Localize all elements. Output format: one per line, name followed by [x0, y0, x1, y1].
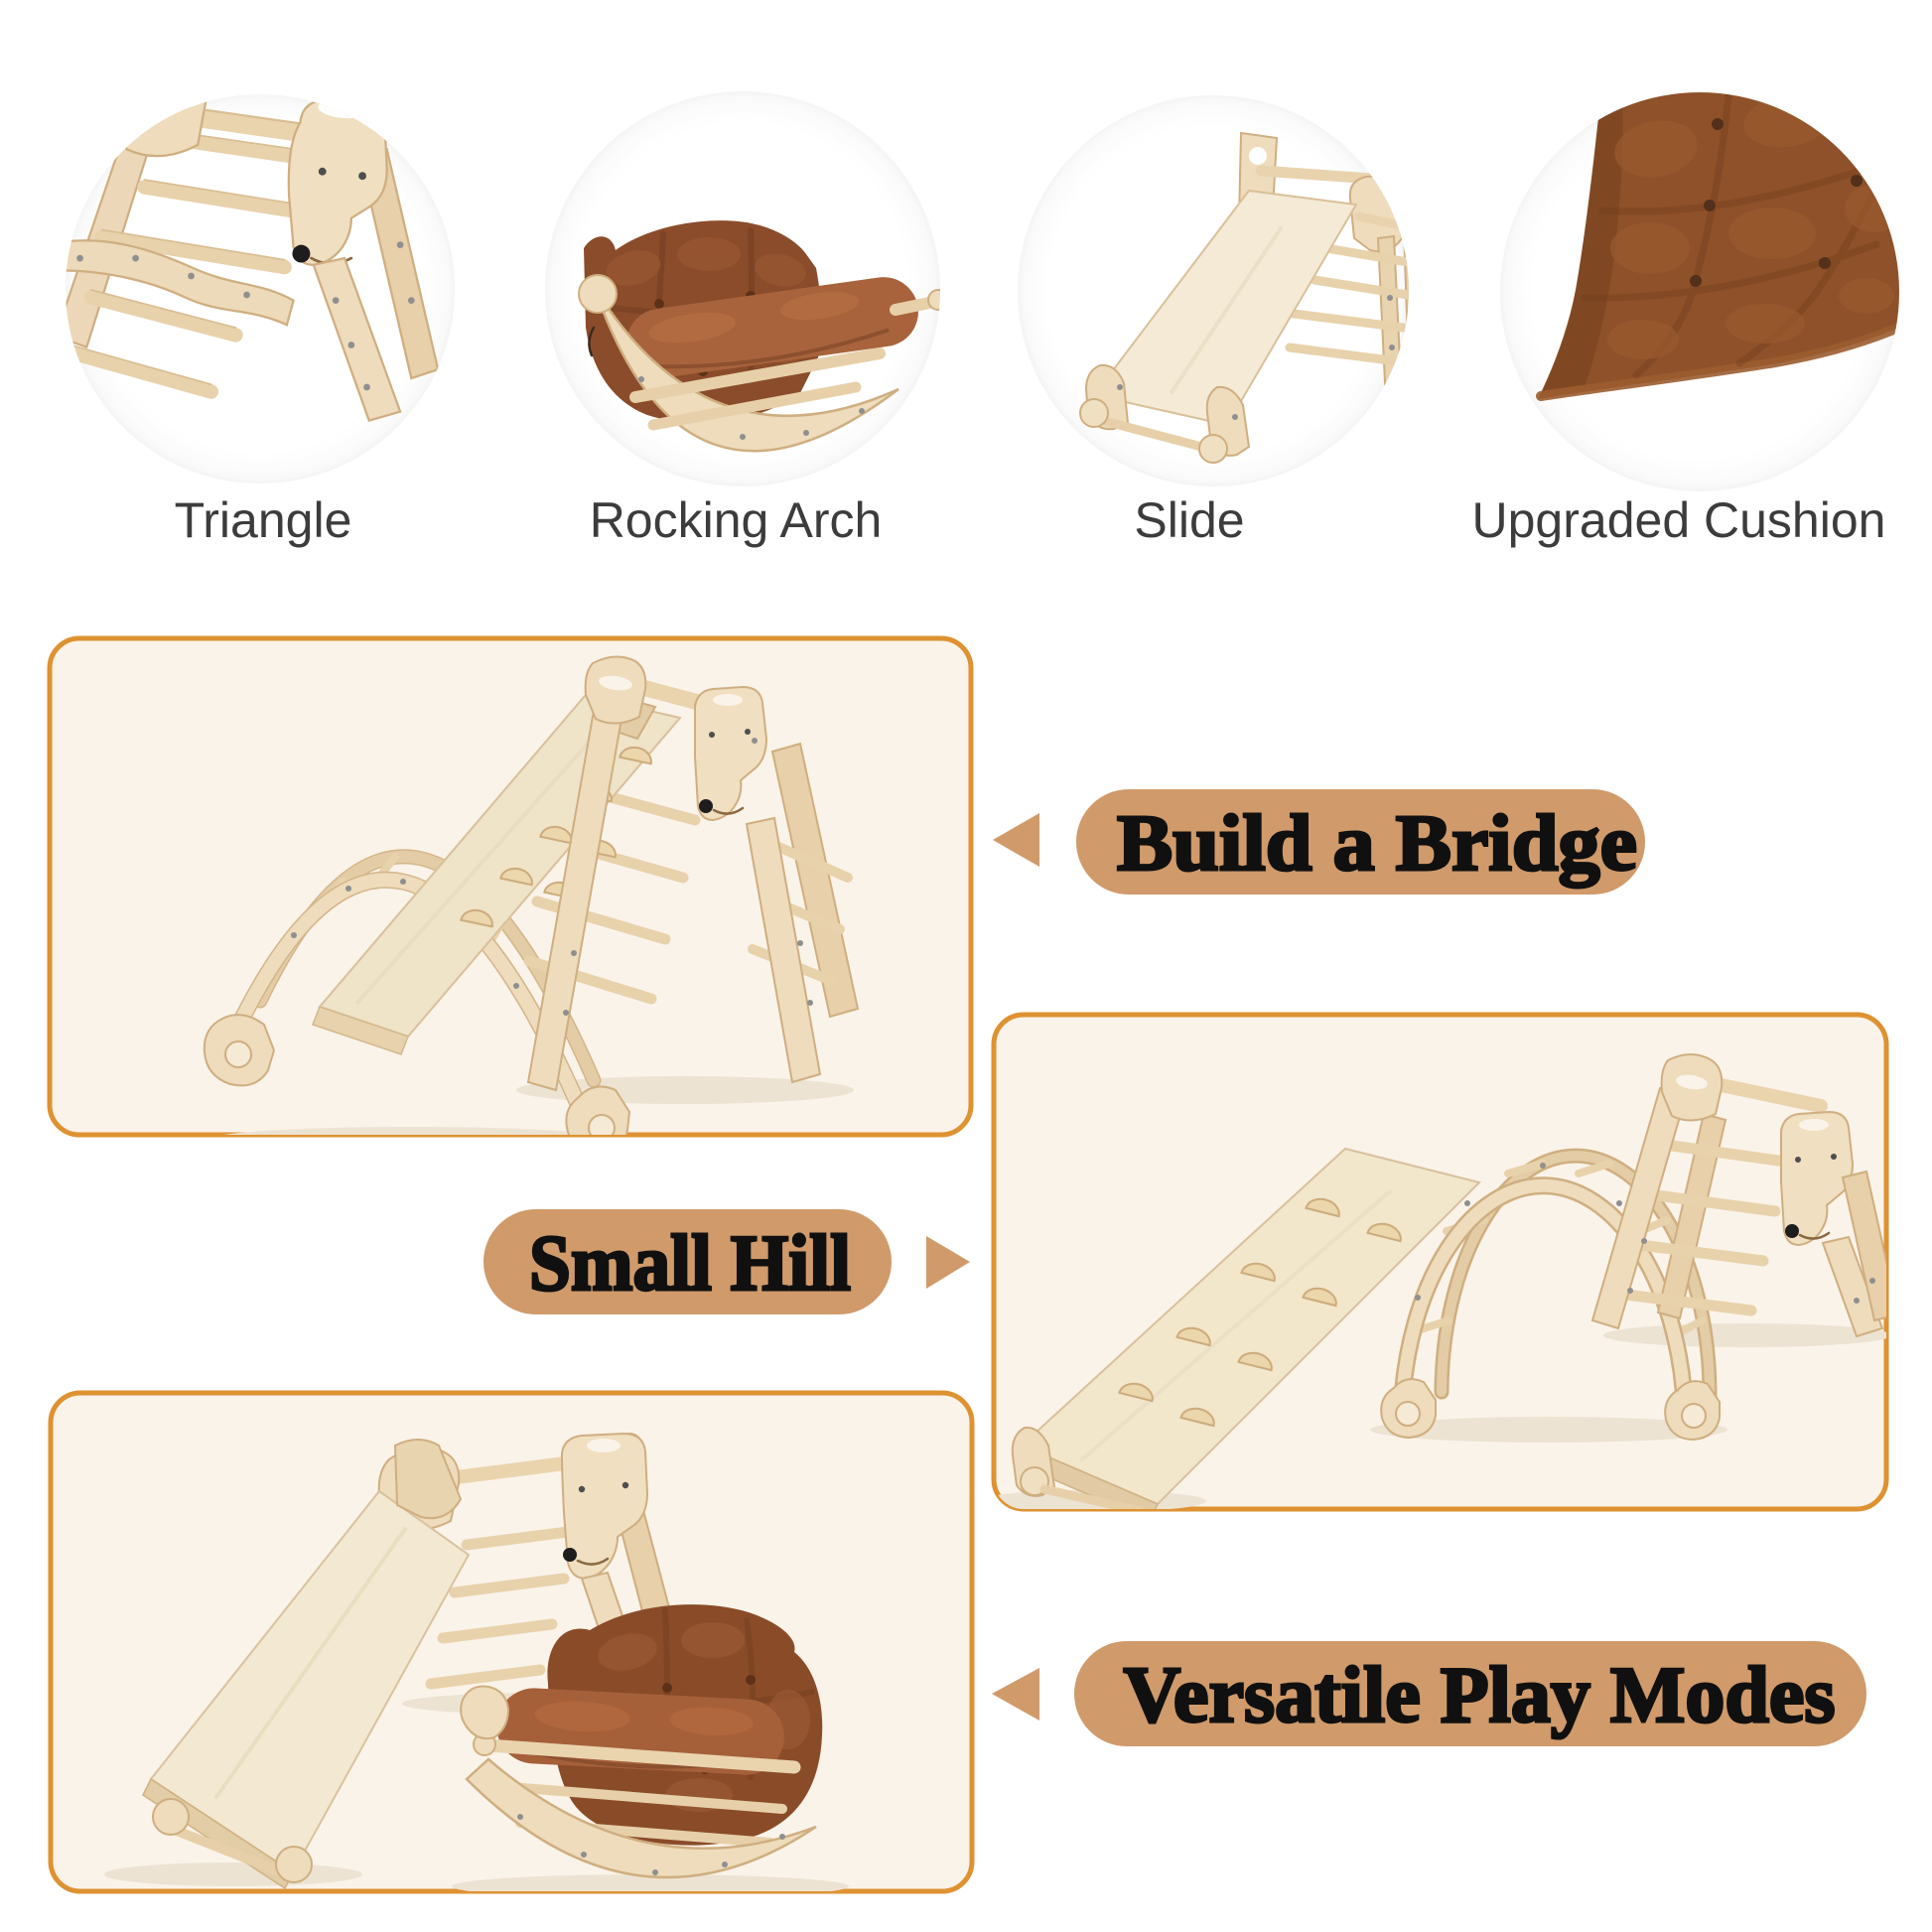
svg-text:Small Hill: Small Hill: [529, 1220, 851, 1308]
svg-text:Rocking Arch: Rocking Arch: [590, 492, 883, 548]
svg-text:Upgraded Cushion: Upgraded Cushion: [1472, 492, 1886, 548]
svg-text:Build a Bridge: Build a Bridge: [1117, 800, 1637, 888]
svg-text:Triangle: Triangle: [175, 492, 352, 548]
svg-text:Versatile Play Modes: Versatile Play Modes: [1124, 1652, 1836, 1739]
svg-text:Slide: Slide: [1134, 492, 1244, 548]
